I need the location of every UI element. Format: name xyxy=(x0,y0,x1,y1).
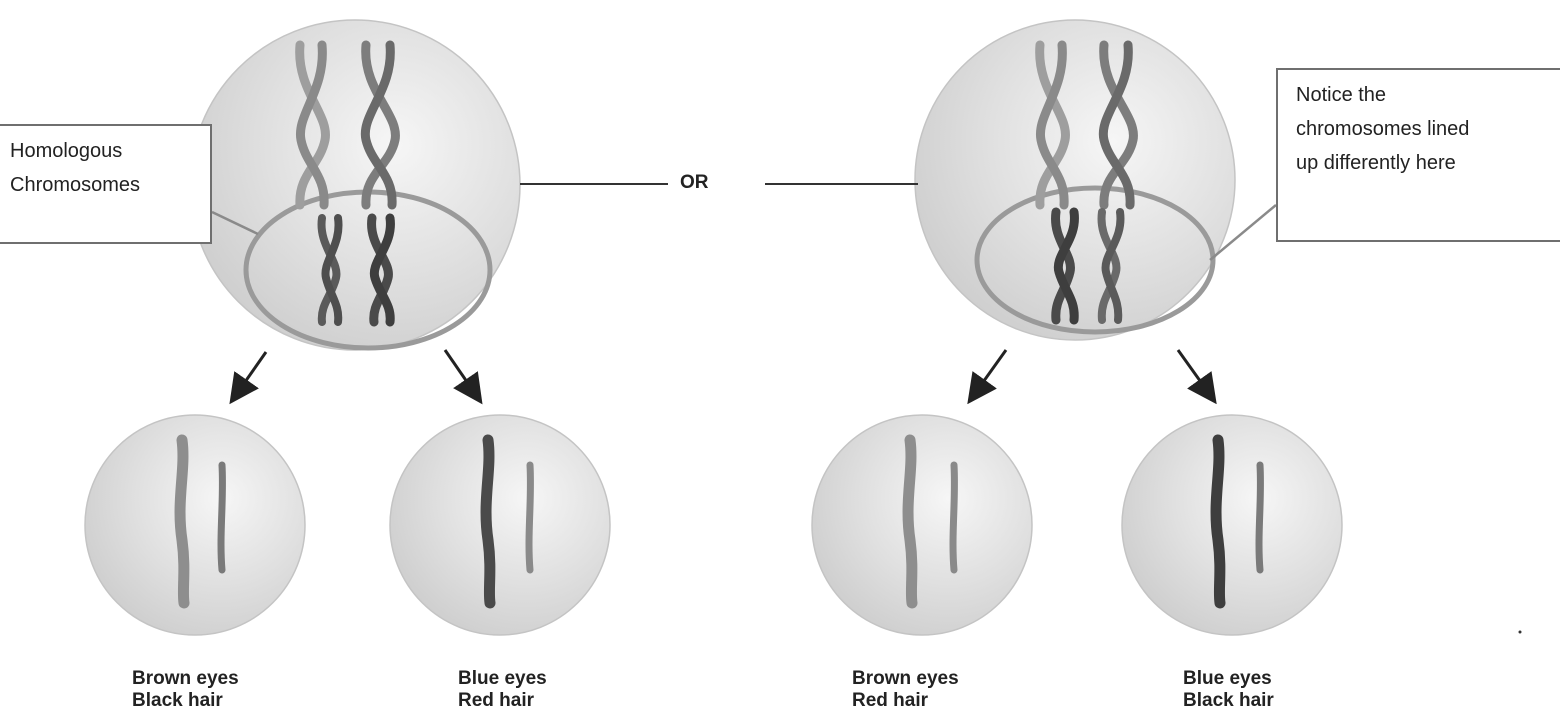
chromosome-large xyxy=(1216,440,1220,603)
arrow-down-right-1 xyxy=(445,350,474,392)
arrow-down-right-2 xyxy=(1178,350,1208,392)
chromosome-large xyxy=(908,440,912,603)
arrow-down-left-2 xyxy=(976,350,1006,392)
callout-left-line2: Chromosomes xyxy=(10,168,200,202)
caption-hair: Red hair xyxy=(458,690,658,712)
caption-daughter-cell-4: Blue eyes Black hair xyxy=(1183,668,1383,712)
parent-cell-right xyxy=(915,20,1235,340)
chromosome-large xyxy=(486,440,490,603)
callout-lined-up-differently: Notice the chromosomes lined up differen… xyxy=(1276,68,1560,242)
parent-cell-right-body xyxy=(915,20,1235,340)
callout-left-line1: Homologous xyxy=(10,134,200,168)
daughter-cell-1 xyxy=(85,415,305,635)
caption-eyes: Blue eyes xyxy=(1183,668,1383,690)
chromosome-small xyxy=(221,465,222,570)
chromosome-small xyxy=(529,465,530,570)
daughter-cell-3 xyxy=(812,415,1032,635)
parent-cell-left-body xyxy=(190,20,520,350)
caption-hair: Black hair xyxy=(132,690,332,712)
caption-eyes: Brown eyes xyxy=(132,668,332,690)
arrow-down-left-1 xyxy=(238,352,266,392)
chromosome-small xyxy=(1259,465,1260,570)
caption-eyes: Brown eyes xyxy=(852,668,1052,690)
stray-dot xyxy=(1519,631,1522,634)
callout-right-line2: chromosomes lined xyxy=(1296,112,1542,146)
callout-right-line3: up differently here xyxy=(1296,146,1542,180)
callout-homologous-chromosomes: Homologous Chromosomes xyxy=(0,124,212,244)
daughter-cell-2 xyxy=(390,415,610,635)
callout-right-line1: Notice the xyxy=(1296,78,1542,112)
caption-daughter-cell-1: Brown eyes Black hair xyxy=(132,668,332,712)
caption-daughter-cell-3: Brown eyes Red hair xyxy=(852,668,1052,712)
or-label: OR xyxy=(680,172,709,194)
caption-hair: Black hair xyxy=(1183,690,1383,712)
caption-hair: Red hair xyxy=(852,690,1052,712)
chromosome-large xyxy=(180,440,184,603)
chromosome-small xyxy=(953,465,954,570)
daughter-cell-4 xyxy=(1122,415,1342,635)
parent-cell-left xyxy=(190,20,520,350)
caption-daughter-cell-2: Blue eyes Red hair xyxy=(458,668,658,712)
caption-eyes: Blue eyes xyxy=(458,668,658,690)
